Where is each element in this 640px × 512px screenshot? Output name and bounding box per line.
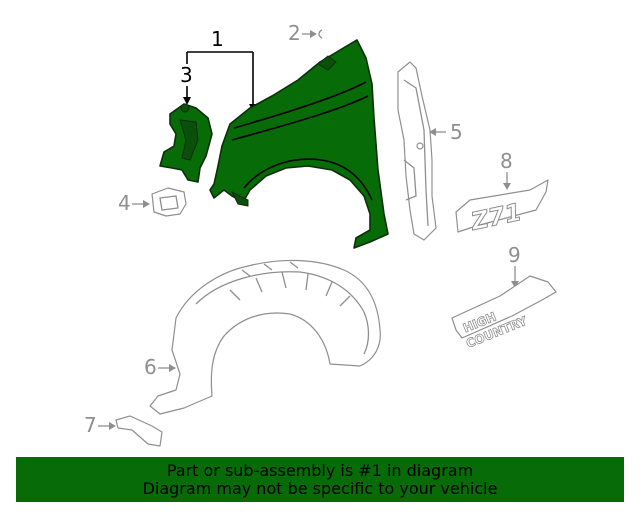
emblem-part-9 [451,275,557,339]
seal-part-5-edge [403,79,429,227]
callout-1: 1 [211,27,224,51]
fender-wheel-arch-trim [243,158,373,201]
wheelhouse-liner-part-6 [149,259,381,415]
callout-9: 9 [508,243,521,267]
info-banner: Part or sub-assembly is #1 in diagram Di… [16,457,624,502]
fender-lower-tab [230,190,249,207]
clip-part-4 [151,187,187,217]
callout-1-leader [186,51,254,108]
emblem-part-8 [455,179,549,233]
liner-top-clips [241,261,299,277]
banner-line-2: Diagram may not be specific to your vehi… [142,478,498,498]
seal-part-5-detail [403,159,417,201]
liner-ribs [229,271,351,307]
fender-mount-tab [317,55,337,71]
callout-3: 3 [180,63,193,87]
fender-part-1 [209,39,389,249]
liner-inner-edge [195,271,370,355]
callout-8: 8 [500,149,513,173]
bracket-bolt-hole [180,103,190,113]
seal-part-5-hole [416,142,424,150]
callout-2: 2 [288,21,301,45]
seal-part-5 [397,61,437,241]
bracket-inner-shading [179,119,199,161]
callout-7-arrow [109,422,116,430]
callout-2-arrow [310,30,317,38]
callout-3-arrow [183,97,191,105]
fender-crease-line [233,81,367,129]
callout-8-arrow [503,183,511,190]
callout-5-arrow [429,128,436,136]
callout-4-arrow [143,200,150,208]
callout-6: 6 [144,355,157,379]
callout-9-arrow [511,281,519,288]
callout-5: 5 [450,120,463,144]
clip-part-4-detail [159,195,179,211]
parts-diagram: 1 3 2 4 5 8 Z71 9 HIGH COUNTRY 6 [84,21,557,447]
callout-6-arrow [169,364,176,372]
fender-crease-line-2 [231,95,369,141]
callout-7: 7 [84,413,97,437]
callout-4: 4 [118,191,131,215]
splash-shield-part-7 [115,415,163,447]
clip-part-2 [318,29,323,39]
banner-line-1: Part or sub-assembly is #1 in diagram [166,460,474,480]
